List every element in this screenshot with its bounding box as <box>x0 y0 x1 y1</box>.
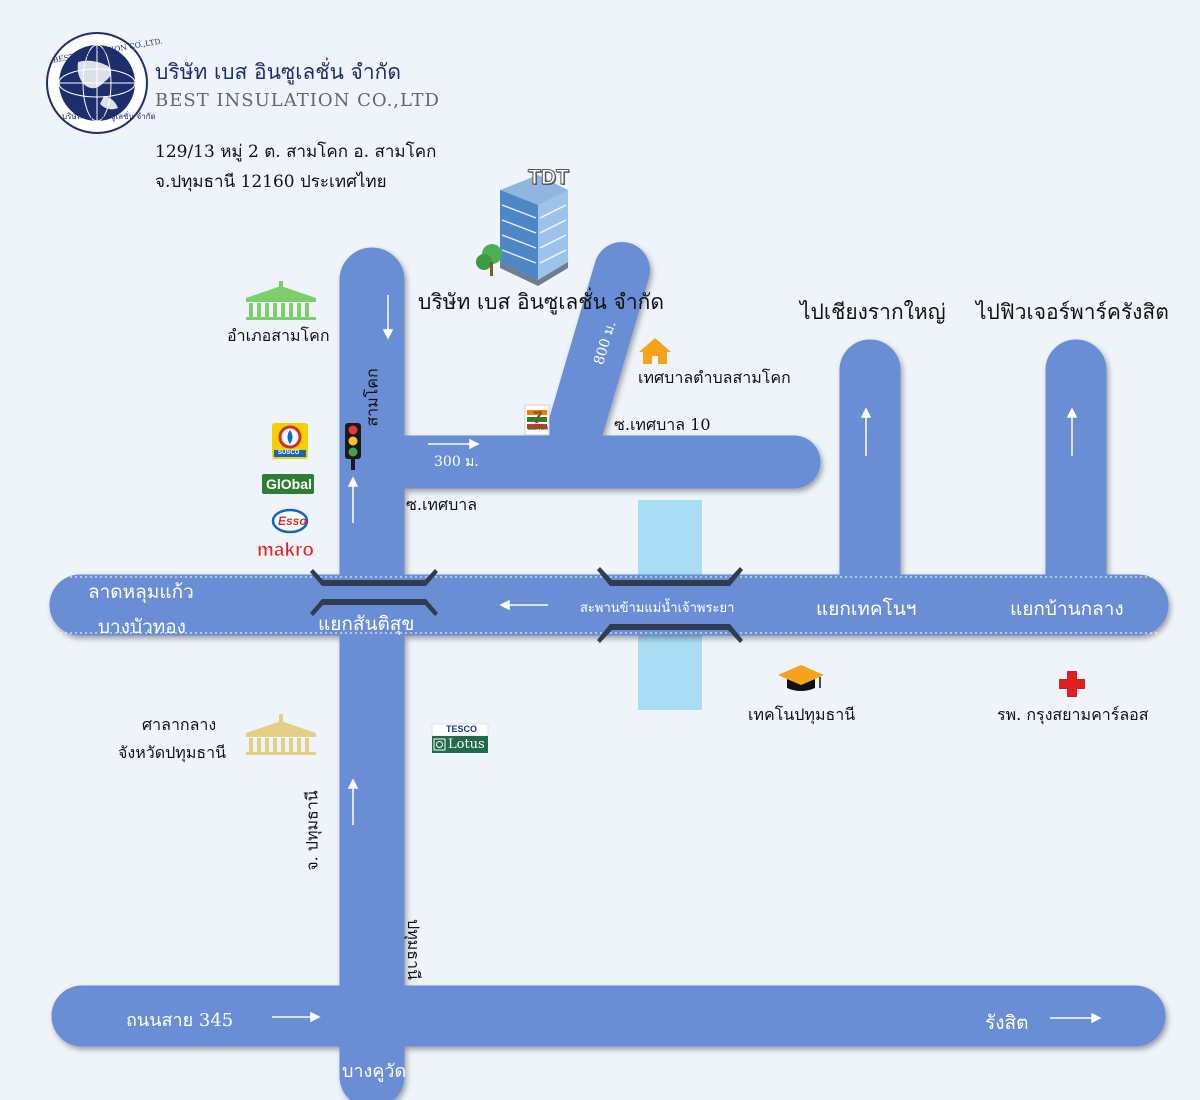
road-pathum-label: จ. ปทุมธานี <box>302 790 322 871</box>
provincial-hall-icon <box>246 714 316 755</box>
rangsit-label: รังสิต <box>985 1012 1029 1034</box>
road-to-future-park <box>1045 339 1107 611</box>
susco-text: SUSCO <box>278 450 300 456</box>
provincial-hall-label-1: ศาลากลาง <box>142 715 217 734</box>
makro-text: makro <box>257 540 315 562</box>
road-diagonal-800m <box>544 242 650 468</box>
lotus-text: Lotus <box>448 737 485 752</box>
techno-junction-label: แยกเทคโนฯ <box>816 598 917 620</box>
district-office-label: อำเภอสามโคก <box>227 326 330 345</box>
esso-logo <box>271 508 309 534</box>
company-building-caption: บริษัท เบส อินซูเลชั่น จำกัด <box>418 290 664 314</box>
route-345-label: ถนนสาย 345 <box>126 1010 234 1031</box>
provincial-hall-label-2: จังหวัดปทุมธานี <box>118 743 227 762</box>
address-line-2: จ.ปทุมธานี 12160 ประเทศไทย <box>155 172 387 192</box>
company-name-english: BEST INSULATION CO.,LTD <box>155 90 440 111</box>
bang-bua-thong-label: บางบัวทอง <box>98 616 186 638</box>
overpass-santisuk <box>310 569 438 616</box>
seven-text: 7 <box>533 408 543 428</box>
to-future-park-label: ไปฟิวเจอร์พาร์ครังสิต <box>976 300 1169 324</box>
tesco-text: TESCO <box>446 724 478 734</box>
esso-text: Esso <box>278 514 307 528</box>
bang-khu-wat-label: บางคูวัด <box>342 1061 407 1082</box>
bridge-label: สะพานข้ามแม่น้ำเจ้าพระยา <box>580 601 735 616</box>
to-chiang-rak-label: ไปเชียงรากใหญ่ <box>800 300 946 324</box>
lat-lum-kaeo-label: ลาดหลุมแก้ว <box>88 581 194 603</box>
global-house-logo <box>262 474 314 494</box>
road-to-chiang-rak <box>839 339 901 611</box>
rajamangala-label: เทคโนปทุมธานี <box>748 705 856 724</box>
seven-eleven-subtext: ELEVEN <box>528 426 549 432</box>
municipality-home-icon <box>639 338 671 364</box>
santisuk-junction-label: แยกสันติสุข <box>318 613 415 635</box>
susco-logo <box>272 423 308 459</box>
ban-klang-junction-label: แยกบ้านกลาง <box>1010 598 1124 620</box>
tesco-lotus-logo <box>431 723 489 753</box>
hospital-label: รพ. กรุงสยามคาร์ลอส <box>997 705 1149 724</box>
address-line-1: 129/13 หมู่ 2 ต. สามโคก อ. สามโคก <box>155 142 437 162</box>
company-name-thai: บริษัท เบส อินซูเลชั่น จำกัด <box>155 60 401 84</box>
soi-10-label: ซ.เทศบาล 10 <box>614 415 711 434</box>
tdt-building <box>476 175 568 286</box>
tdt-sign: TDT <box>528 166 570 190</box>
road-upper-label: ปทุมธานี <box>403 919 423 980</box>
company-logo-globe <box>46 32 148 134</box>
traffic-light-icon <box>345 423 361 470</box>
logo-ring-bottom-text: บริษัท เบส อินซูเลชั่น จำกัด <box>62 112 156 121</box>
road-sam-khok-label: สามโคก <box>362 368 382 427</box>
bridge-brackets <box>597 567 743 643</box>
seven-eleven-logo <box>524 404 550 436</box>
global-house-text: GlObal <box>266 476 312 492</box>
district-office-icon <box>246 281 316 320</box>
soi-label: ซ.เทศบาล <box>406 495 478 514</box>
graduation-cap-icon <box>778 665 824 691</box>
road-route-345 <box>51 985 1166 1047</box>
distance-300m-label: 300 ม. <box>434 454 479 470</box>
hospital-cross-icon <box>1059 671 1085 697</box>
municipality-label: เทศบาลตำบลสามโคก <box>638 368 791 387</box>
